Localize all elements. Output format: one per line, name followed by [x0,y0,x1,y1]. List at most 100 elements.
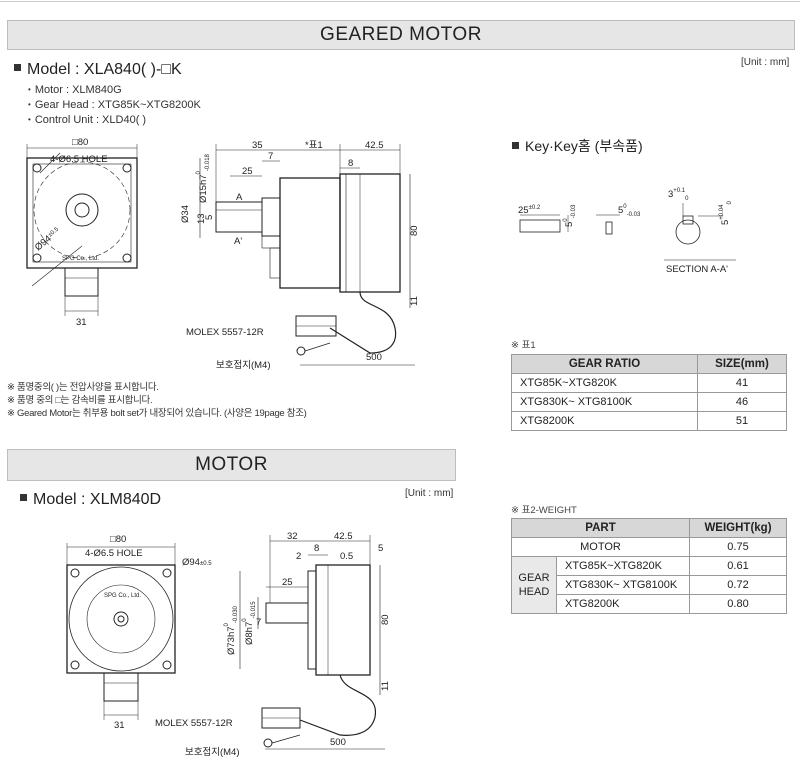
motor-model-text: Model : XLM840D [33,491,162,508]
table-row: GEAR HEAD XTG85K~XTG820K 0.61 [511,556,787,614]
dim-42-5: 42.5 [365,140,384,151]
motor-side-body [315,564,371,676]
company-mark: SPG Co., Ltd. [104,593,141,599]
table-cell: 41 [697,373,787,393]
table-cell: XTG830K~ XTG8100K [556,575,690,595]
dim-25: 25 [242,166,253,177]
geared-model-text: Model : XLA840( )-□K [27,61,182,78]
geared-model-title: Model : XLA840( )-□K [14,61,182,79]
dim-0-5: 0.5 [340,551,353,562]
header-gear-ratio: GEAR RATIO [511,354,698,374]
section-a: A [236,192,243,203]
geared-spec-list: Motor : XLM840G Gear Head : XTG85K~XTG82… [28,83,201,128]
note-bolt: ※ Geared Motor는 취부용 bolt set가 내장되어 있습니다.… [7,408,307,419]
table-cell: XTG85K~XTG820K [511,373,698,393]
header-size: SIZE(mm) [697,354,787,374]
dim-42-5: 42.5 [334,531,353,542]
dim-2: 2 [296,551,301,562]
dim-holes: 4-Ø6.5 HOLE [85,548,143,559]
header-weight: WEIGHT(kg) [689,518,787,538]
dim-sq80: □80 [72,137,88,148]
bullet-square-icon [20,494,27,502]
weight-table: PART WEIGHT(kg) MOTOR 0.75 GEAR HEAD XTG8… [511,518,787,614]
dim-11: 11 [409,296,420,306]
table-row: XTG8200K 0.80 [512,594,787,614]
dim-7: 7 [256,617,261,628]
table-cell: XTG8200K [556,594,690,614]
table-cell: 51 [697,411,787,431]
motor-front-shaft [113,611,129,627]
key-5c: 5+0.040 [719,201,733,225]
section-a-prime: A' [234,236,242,247]
table-row: XTG8200K 51 [511,411,787,431]
table-cell: 46 [697,392,787,412]
key-5a: 50-0.03 [563,204,577,227]
dim-34: Ø34 [180,205,191,223]
dim-32: 32 [287,531,298,542]
key-25: 25±0.2 [518,205,541,216]
dim-holes: 4-Ø6.5 HOLE [50,154,108,165]
dim-31: 31 [76,317,87,328]
geared-notes: ※ 품명중의( )는 전압사양을 표시합니다. ※ 품명 중의 □는 감속비를 … [7,381,307,420]
dim-pcd: Ø94±0.5 [182,557,212,568]
key-drawing: 25±0.2 50-0.03 50-0.03 3+0.10 5+0.040 SE… [518,188,736,275]
bullet-square-icon [14,64,21,72]
dim-shaft: Ø8h70-0.015 [242,601,257,645]
table-row: XTG830K~ XTG8100K 46 [511,392,787,412]
dim-5: 5 [378,543,383,554]
geared-front-flange [26,157,138,269]
dim-5: 5 [204,215,215,220]
table-cell: XTG830K~ XTG8100K [511,392,698,412]
key-title-text: Key·Key홈 (부속품) [525,138,643,154]
motor-drawing: □80 4-Ø6.5 HOLE Ø94±0.5 SPG Co., Ltd. 31… [66,531,391,758]
table-cell: XTG85K~XTG820K [556,556,690,576]
spec-gear-head: Gear Head : XTG85K~XTG8200K [28,98,201,113]
note-ratio: ※ 품명 중의 □는 감속비를 표시합니다. [7,395,153,406]
motor-unit: [Unit : mm] [405,488,454,499]
ground-label: 보호접지(M4) [185,746,239,758]
geared-side-body [279,177,341,289]
dim-80: 80 [380,614,391,625]
dim-sq80: □80 [110,534,126,545]
table-cell: 0.75 [689,537,787,557]
table2-caption: ※ 표2-WEIGHT [511,505,577,516]
dim-pcd: Ø94±0.5 [33,225,63,253]
key-section-title: Key·Key홈 (부속품) [512,136,643,156]
gear-ratio-table: GEAR RATIO SIZE(mm) XTG85K~XTG820K 41 XT… [511,354,787,431]
dim-pilot: Ø73h70-0.030 [224,605,239,655]
group-line: GEAR [518,572,550,584]
ground-label: 보호접지(M4) [216,359,270,371]
table-cell: MOTOR [511,537,690,557]
table-header-row: GEAR RATIO SIZE(mm) [511,354,787,374]
key-3: 3+0.10 [668,188,689,202]
header-part: PART [511,518,690,538]
geared-unit: [Unit : mm] [741,57,790,68]
molex-label: MOLEX 5557-12R [155,718,233,729]
dim-13: 13 [196,213,207,224]
key-5b: 50-0.03 [618,204,641,218]
motor-front-flange [66,564,176,674]
spec-control-unit: Control Unit : XLD40( ) [28,113,201,128]
table-cell: 0.61 [689,556,787,576]
section-label: SECTION A-A' [666,264,728,275]
dim-35: 35 [252,140,263,151]
dim-25: 25 [282,577,293,588]
spec-motor: Motor : XLM840G [28,83,201,98]
dim-7: 7 [268,151,273,162]
motor-model-title: Model : XLM840D [20,491,161,509]
dim-80: 80 [409,225,420,236]
dim-8: 8 [348,158,353,169]
table-row: MOTOR 0.75 [511,537,787,557]
dim-31: 31 [114,720,125,731]
dim-table-ref: *표1 [305,140,323,151]
group-line: HEAD [518,586,550,598]
table-cell: XTG8200K [511,411,698,431]
table-cell: 0.72 [689,575,787,595]
dim-500: 500 [330,737,346,748]
geared-motor-drawing: □80 4-Ø6.5 HOLE Ø94±0.5 SPG Co., Ltd. 31… [26,137,420,371]
bullet-square-icon [512,141,519,149]
geared-front-hub [65,193,99,227]
dim-8: 8 [314,543,319,554]
table-row: XTG85K~XTG820K 41 [511,373,787,393]
group-gear-head: GEAR HEAD [511,556,557,614]
